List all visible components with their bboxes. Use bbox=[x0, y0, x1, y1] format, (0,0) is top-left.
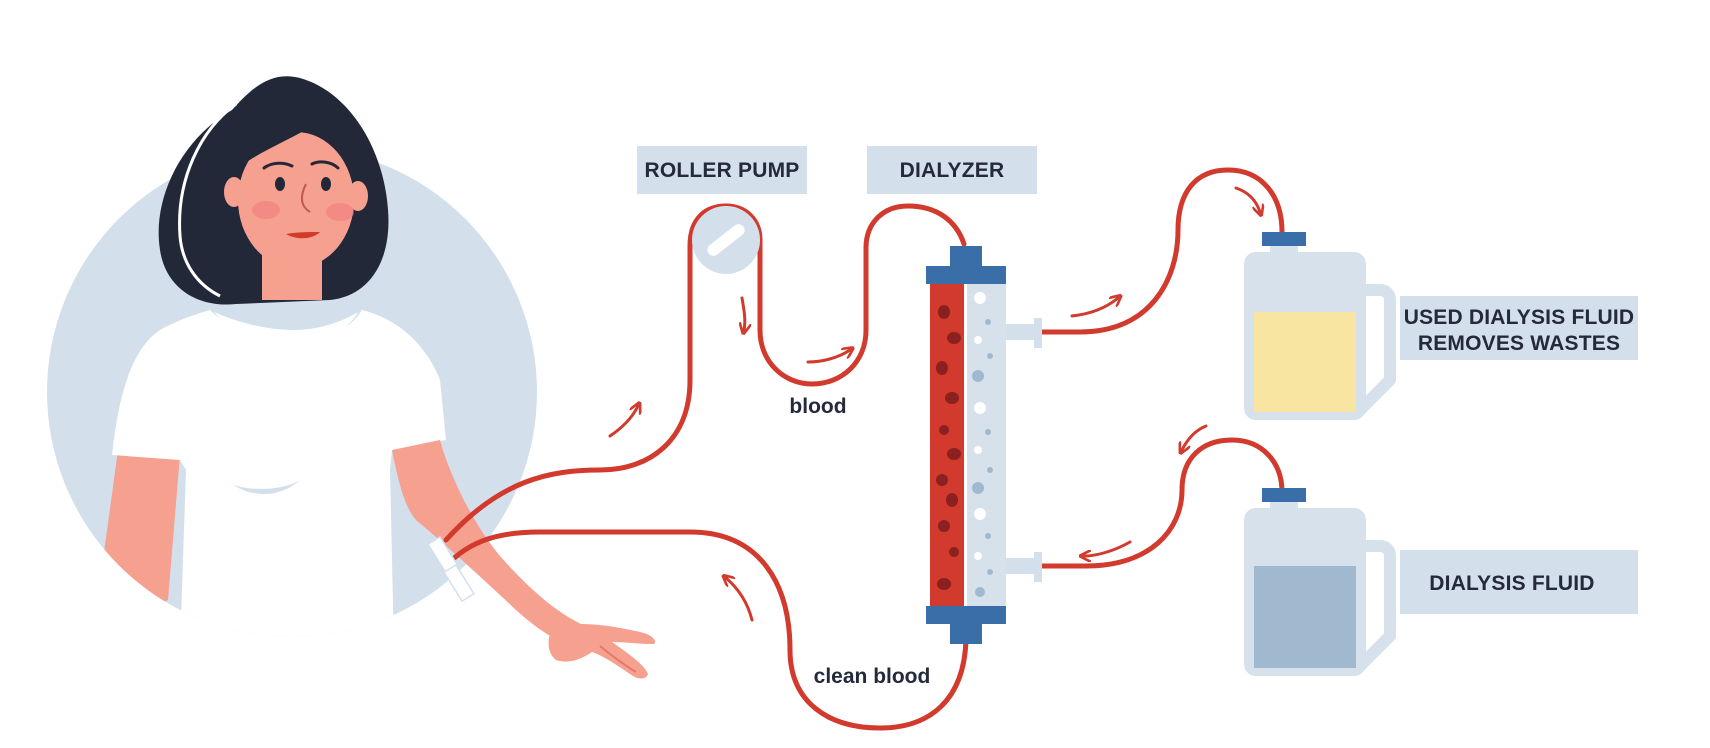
shirt-fold bbox=[232, 480, 300, 495]
hand bbox=[548, 624, 656, 679]
dialyzer-label-text: DIALYZER bbox=[900, 159, 1005, 182]
patient-illustration bbox=[47, 76, 656, 679]
arrow-to-pump bbox=[608, 406, 638, 438]
dialyzer-blood-side bbox=[930, 282, 966, 608]
pump-roller bbox=[707, 224, 745, 256]
hair-front bbox=[238, 102, 362, 172]
used-fluid-jug-icon bbox=[1244, 232, 1396, 420]
used-fluid-level bbox=[1254, 312, 1356, 412]
arrow-to-dialyzer bbox=[806, 350, 850, 364]
cap-top-stem bbox=[950, 246, 982, 268]
arrow-pump-down bbox=[742, 296, 745, 330]
cap-top-flange bbox=[926, 266, 1006, 284]
cap-bottom-flange bbox=[926, 606, 1006, 624]
fresh-fluid-tube bbox=[1035, 437, 1285, 569]
roller-pump-icon bbox=[692, 206, 760, 274]
mouth bbox=[286, 232, 320, 239]
cheek-right bbox=[326, 203, 354, 221]
arrow-from-fresh bbox=[1182, 424, 1208, 450]
used-fluid-label-box bbox=[1400, 296, 1638, 360]
dialysis-fluid-label-box bbox=[1400, 550, 1638, 614]
neckline bbox=[214, 312, 358, 349]
arrow-return bbox=[726, 578, 754, 622]
ear-right bbox=[348, 181, 368, 211]
arterial-tube bbox=[443, 203, 967, 543]
fresh-jug-handle bbox=[1355, 540, 1396, 671]
blood-cells bbox=[936, 305, 961, 590]
roller-pump-label-text: ROLLER PUMP bbox=[644, 159, 799, 182]
used-fluid-label: USED DIALYSIS FLUID REMOVES WASTES bbox=[1400, 296, 1638, 360]
brow-right bbox=[310, 160, 340, 170]
used-jug-handle bbox=[1355, 284, 1396, 415]
used-fluid-tube bbox=[1035, 167, 1285, 335]
clean-blood-flow-label: clean blood bbox=[814, 665, 931, 688]
dialyzer-fluid-side bbox=[964, 282, 1006, 608]
brow-left bbox=[262, 161, 294, 170]
arrow-to-used bbox=[1070, 298, 1118, 318]
blood-flow-label: blood bbox=[789, 395, 846, 418]
fresh-jug-neck bbox=[1270, 502, 1298, 512]
arrow-down-used bbox=[1234, 186, 1260, 212]
dialyzer-column-icon bbox=[926, 246, 1042, 644]
flow-arrows bbox=[608, 186, 1260, 622]
arrow-into-dialyzer bbox=[1084, 540, 1132, 556]
waste-particles bbox=[972, 292, 993, 597]
dialysis-fluid-label-text: DIALYSIS FLUID bbox=[1429, 572, 1594, 595]
needle-venous bbox=[443, 563, 475, 603]
nose bbox=[300, 183, 311, 213]
fresh-fluid-level bbox=[1254, 566, 1356, 668]
used-jug-neck bbox=[1270, 246, 1298, 256]
ear-left bbox=[224, 177, 244, 207]
t-shirt bbox=[112, 310, 446, 637]
roller-pump-label: ROLLER PUMP bbox=[637, 146, 807, 194]
port-bottom-cap bbox=[1034, 552, 1042, 582]
roller-pump-label-box bbox=[637, 146, 807, 194]
fresh-fluid-jug-icon bbox=[1244, 488, 1396, 676]
eye-right bbox=[321, 177, 331, 191]
port-top bbox=[1004, 324, 1040, 340]
used-fluid-label-line1: USED DIALYSIS FLUID bbox=[1404, 306, 1635, 329]
fresh-jug-cap bbox=[1262, 488, 1306, 502]
port-bottom bbox=[1004, 558, 1040, 574]
venous-tube bbox=[443, 529, 969, 731]
cap-bottom-stem bbox=[950, 622, 982, 644]
right-arm bbox=[392, 440, 604, 650]
tubing bbox=[443, 167, 1285, 731]
used-jug-cap bbox=[1262, 232, 1306, 246]
used-fluid-label-line2: REMOVES WASTES bbox=[1418, 332, 1620, 355]
dialyzer-label-box bbox=[867, 146, 1037, 194]
hand-line bbox=[599, 645, 637, 673]
eye-left bbox=[275, 177, 285, 191]
access-needles bbox=[427, 535, 475, 603]
dialysis-fluid-label: DIALYSIS FLUID bbox=[1400, 550, 1638, 614]
dialyzer-membrane bbox=[964, 282, 967, 608]
port-top-cap bbox=[1034, 318, 1042, 348]
dialyzer-label: DIALYZER bbox=[867, 146, 1037, 194]
cheek-left bbox=[252, 201, 280, 219]
hair-strand bbox=[178, 102, 237, 298]
